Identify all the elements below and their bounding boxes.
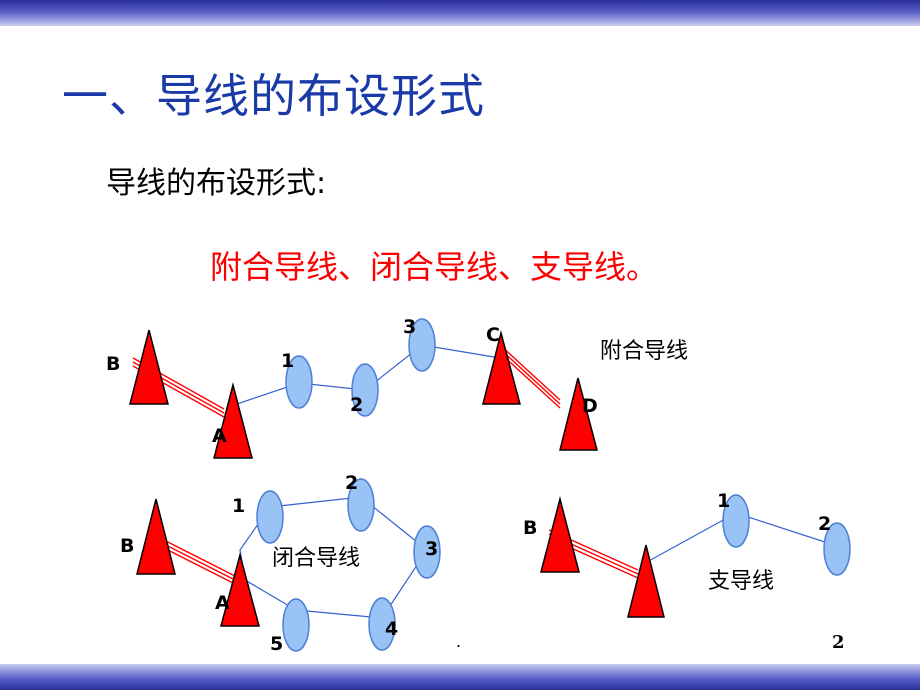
control-point-d-triangle xyxy=(559,377,598,451)
baseline-cd-line-1 xyxy=(499,344,561,401)
closed-traverse-point-3 xyxy=(413,525,441,579)
closed-traverse-path xyxy=(239,496,428,619)
bottom-gradient-band xyxy=(0,664,920,690)
connecting-traverse-diagram: B A C D 1 2 3 附合导线 xyxy=(106,316,688,459)
open-traverse-diagram: B 1 2 支导线 xyxy=(523,490,851,618)
label-b: B xyxy=(106,353,120,375)
closed-traverse-point-2 xyxy=(347,478,375,532)
traverse-point-1 xyxy=(285,355,313,409)
traverse-point-3 xyxy=(408,318,436,372)
closed-label-point-3: 3 xyxy=(425,538,438,560)
open-control-point-a-triangle xyxy=(627,544,665,618)
closed-control-point-b-triangle xyxy=(136,498,176,575)
closed-label-point-1: 1 xyxy=(232,495,245,517)
top-gradient-band xyxy=(0,0,920,26)
baseline-cd-line-2 xyxy=(499,348,561,405)
control-point-b-triangle xyxy=(129,329,169,405)
footer-dot: . xyxy=(456,632,462,651)
label-point-2: 2 xyxy=(350,394,363,416)
closed-traverse-point-1 xyxy=(256,490,284,544)
control-point-a-triangle xyxy=(213,382,253,459)
control-point-c-triangle xyxy=(482,330,521,405)
page-number: 2 xyxy=(832,632,845,653)
closed-traverse-caption: 闭合导线 xyxy=(272,546,360,571)
closed-traverse-point-4 xyxy=(368,597,396,651)
open-control-point-b-triangle xyxy=(540,496,580,573)
traverse-point-2 xyxy=(351,363,379,417)
slide-title: 一、导线的布设形式 xyxy=(62,69,485,123)
label-point-1: 1 xyxy=(281,350,294,372)
label-d: D xyxy=(582,395,598,417)
closed-label-point-4: 4 xyxy=(385,618,398,640)
label-a: A xyxy=(212,425,227,447)
open-traverse-caption: 支导线 xyxy=(708,569,774,594)
label-point-3: 3 xyxy=(403,316,416,338)
closed-label-a: A xyxy=(215,592,230,614)
baseline-cd-line-3 xyxy=(499,352,561,409)
slide-subtitle: 导线的布设形式: xyxy=(106,166,327,201)
traverse-types-line: 附合导线、闭合导线、支导线。 xyxy=(210,248,659,286)
open-traverse-point-1 xyxy=(722,494,750,548)
closed-traverse-point-5 xyxy=(282,598,310,652)
closed-label-point-5: 5 xyxy=(270,633,283,655)
label-c: C xyxy=(486,324,500,346)
open-label-b: B xyxy=(523,517,537,539)
open-label-point-1: 1 xyxy=(717,490,730,512)
closed-label-b: B xyxy=(120,535,134,557)
closed-traverse-diagram: B A 1 2 3 4 5 闭合导线 xyxy=(120,472,441,655)
open-label-point-2: 2 xyxy=(818,513,831,535)
open-traverse-point-2 xyxy=(823,522,851,576)
closed-control-point-a-triangle xyxy=(220,552,260,627)
closed-label-point-2: 2 xyxy=(345,472,358,494)
connecting-traverse-caption: 附合导线 xyxy=(600,339,688,364)
